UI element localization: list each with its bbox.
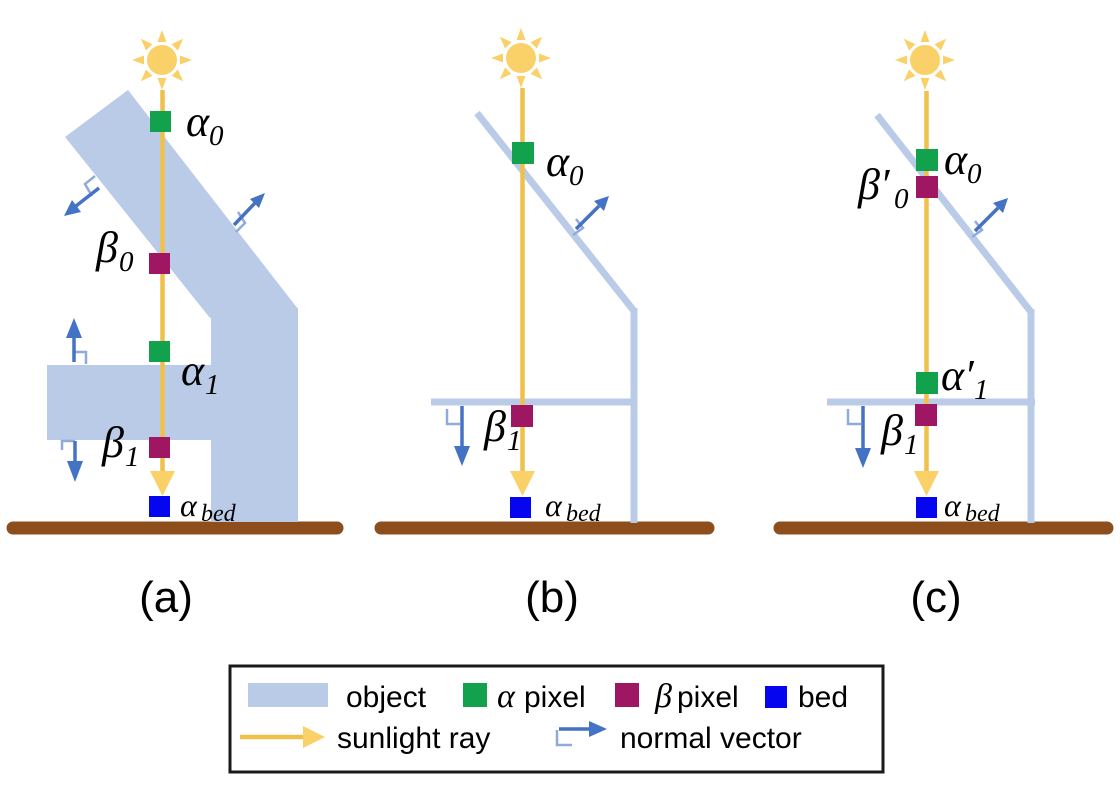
normal-arrowhead-icon [250, 193, 265, 208]
label-alpha1: α [181, 346, 205, 395]
normal-arrowhead-icon [66, 318, 82, 338]
label-beta-prime0-sub: 0 [894, 183, 909, 215]
beta-pixel-marker [149, 437, 170, 458]
label-alpha-bed: α [545, 487, 563, 523]
legend-object-label: object [346, 681, 427, 714]
right-angle-mark [572, 218, 585, 237]
label-beta1: β [483, 402, 506, 451]
legend-beta-pixel-swatch [615, 683, 639, 707]
sun-icon [132, 30, 192, 90]
label-alpha0-sub: 0 [967, 158, 982, 190]
panel-caption-c: (c) [910, 573, 961, 622]
panel-b: α 0 β 1 α bed (b) [374, 28, 715, 622]
legend-sunlight-arrowhead-icon [303, 726, 325, 748]
panel-c: α 0 β′ 0 α′ 1 β 1 α bed (c) [773, 30, 1114, 622]
label-alpha-bed: α [180, 487, 198, 523]
label-alpha0: α [186, 97, 210, 146]
beta-pixel-marker [149, 253, 170, 274]
label-beta1-sub: 1 [125, 441, 140, 473]
alpha-pixel-marker [512, 142, 534, 164]
right-angle-mark [971, 220, 984, 239]
sunlight-ray-arrowhead-icon [914, 471, 939, 496]
label-alpha0: α [546, 137, 570, 186]
normal-vector-slope [973, 206, 1000, 233]
label-alpha0-sub: 0 [209, 120, 224, 152]
legend-beta-symbol: β [654, 678, 672, 715]
right-angle-mark [846, 409, 861, 426]
legend-right-angle-mark [555, 730, 572, 747]
legend-bed-label: bed [798, 681, 848, 714]
legend-beta-pixel-label: pixel [677, 681, 739, 714]
right-angle-mark [74, 350, 88, 364]
sunlight-ray-arrowhead-icon [150, 471, 175, 496]
bed-pixel-marker [916, 497, 937, 518]
object-slanted-edge [474, 110, 637, 314]
legend-object-swatch [248, 683, 328, 707]
sunlight-ray-arrowhead-icon [510, 471, 535, 496]
alpha-pixel-marker [916, 372, 938, 394]
label-alpha0: α [944, 135, 968, 184]
normal-arrowhead-icon [594, 196, 609, 211]
label-beta1: β [101, 418, 124, 467]
right-angle-mark [60, 439, 75, 450]
label-alpha-prime1: α′ [941, 351, 975, 400]
label-beta1-sub: 1 [507, 425, 522, 457]
label-beta1: β [880, 406, 903, 455]
right-angle-mark [83, 175, 96, 197]
label-beta1-sub: 1 [904, 429, 919, 461]
label-alpha-bed-sub: bed [965, 501, 1001, 527]
bed-pixel-marker [149, 496, 170, 517]
panel-a: α 0 β 0 α 1 β 1 α bed (a) [6, 30, 344, 622]
object-slanted-edge [874, 112, 1034, 315]
beta-pixel-marker [915, 404, 937, 426]
sun-icon [491, 28, 551, 88]
label-beta0: β [95, 223, 118, 272]
label-alpha-bed: α [944, 487, 962, 523]
normal-vector-upper-left [74, 186, 101, 208]
right-angle-mark [445, 409, 460, 426]
legend: object α pixel β pixel bed sunlight ray … [228, 664, 885, 774]
normal-arrowhead-icon [64, 200, 81, 216]
bed-pixel-marker [510, 497, 531, 518]
panel-caption-b: (b) [525, 573, 579, 622]
legend-bed-swatch [765, 686, 787, 708]
legend-normal-vector-label: normal vector [620, 722, 802, 755]
object-slanted-band [65, 90, 298, 318]
beta-pixel-marker [511, 405, 533, 427]
normal-arrowhead-icon [67, 461, 83, 482]
beta-pixel-marker [916, 176, 938, 198]
normal-arrowhead-icon [454, 446, 470, 466]
object-bar [47, 365, 247, 440]
alpha-pixel-marker [150, 111, 171, 132]
legend-alpha-pixel-label: pixel [524, 681, 586, 714]
alpha-pixel-marker [916, 149, 938, 171]
label-alpha-bed-sub: bed [566, 501, 602, 527]
alpha-pixel-marker [149, 341, 170, 362]
label-alpha1-sub: 1 [205, 369, 220, 401]
panel-caption-a: (a) [139, 573, 193, 622]
normal-arrowhead-icon [855, 448, 871, 468]
right-angle-mark [235, 211, 247, 233]
normal-vector-slope [574, 204, 601, 231]
legend-sunlight-ray-label: sunlight ray [337, 722, 490, 755]
legend-alpha-pixel-swatch [463, 683, 487, 707]
legend-border [228, 664, 885, 774]
label-alpha-prime1-sub: 1 [974, 374, 989, 406]
label-alpha0-sub: 0 [569, 160, 584, 192]
normal-vector-upper-right [232, 201, 257, 227]
legend-normal-arrowhead-icon [589, 721, 607, 737]
label-beta-prime0: β′ [857, 160, 891, 209]
label-alpha-bed-sub: bed [201, 501, 237, 527]
sun-icon [895, 30, 955, 90]
normal-arrowhead-icon [993, 198, 1008, 213]
legend-alpha-symbol: α [497, 678, 516, 715]
label-beta0-sub: 0 [119, 246, 134, 278]
